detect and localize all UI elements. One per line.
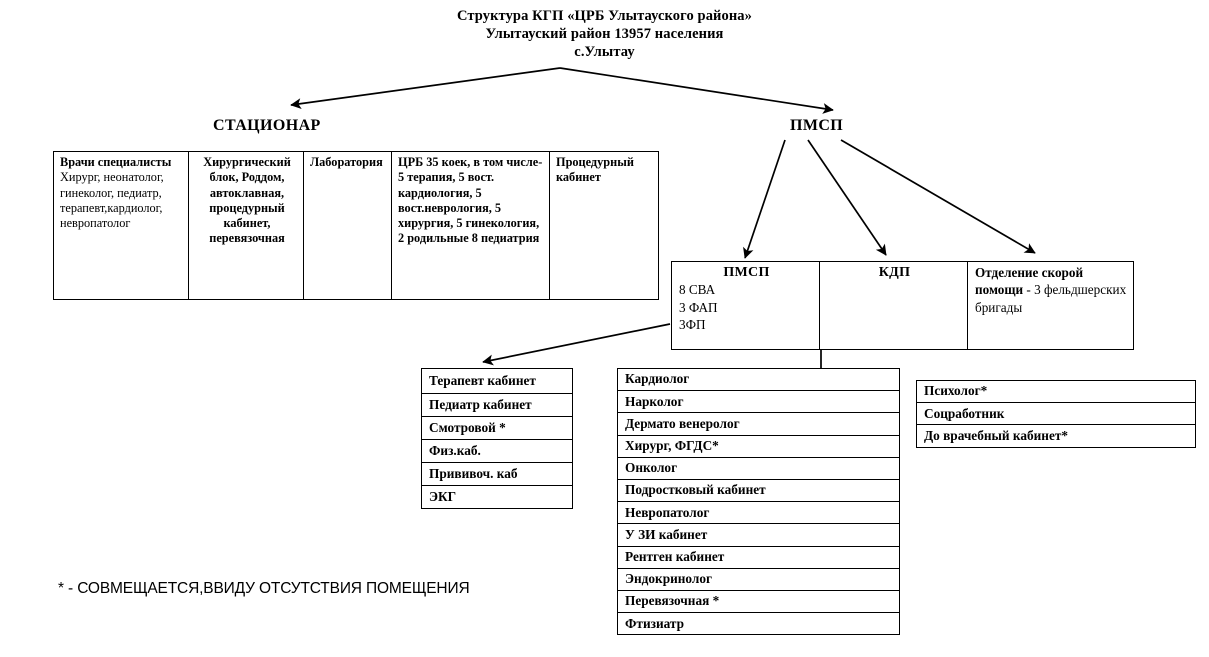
cabinet-item-4: Прививоч. каб (421, 462, 573, 486)
list-item: Нарколог (617, 390, 900, 414)
list-item: Подростковый кабинет (617, 478, 900, 503)
arrow-root-to-pmsp (559, 67, 834, 114)
cell-beds-head: ЦРБ 35 коек, в том числе- (398, 155, 543, 169)
list-item: Психолог* (916, 379, 1196, 404)
cabinet-item-1: Педиатр кабинет (421, 393, 573, 417)
specialist-item-10: Перевязочная * (617, 589, 900, 614)
cell-doctors-head: Врачи специалисты (60, 155, 172, 169)
cell-beds-line-7: 8 педиатрия (471, 231, 540, 246)
cabinet-list: Терапевт кабинет Педиатр кабинет Смотров… (421, 368, 573, 509)
arrow-root-to-hospital (290, 67, 561, 110)
cell-beds-line-3: 5 вост.неврология, (398, 185, 492, 215)
footnote-text: * - СОВМЕЩАЕТСЯ,ВВИДУ ОТСУТСТВИЯ ПОМЕЩЕН… (58, 580, 470, 597)
list-item: Кардиолог (617, 367, 900, 392)
cell-beds: ЦРБ 35 коек, в том числе- 5 терапия, 5 в… (391, 151, 550, 300)
cell-procedure-room: Процедурный кабинет (549, 151, 659, 300)
cell-doctors-body: Хирург, неонатолог, гинеколог, педиатр, … (60, 170, 164, 231)
list-item: Физ.каб. (421, 439, 573, 463)
list-item: Соцработник (916, 402, 1196, 426)
list-item: Хирург, ФГДС* (617, 434, 900, 458)
cell-emergency-head: Отделение скорой помощи (975, 265, 1084, 298)
social-item-1: Соцработник (916, 402, 1196, 426)
specialist-item-1: Нарколог (617, 390, 900, 414)
specialist-item-4: Онколог (617, 456, 900, 480)
cell-procedure-room-head: Процедурный кабинет (556, 155, 634, 185)
list-item: У ЗИ кабинет (617, 523, 900, 547)
specialist-item-8: Рентген кабинет (617, 545, 900, 569)
cell-beds-line-2: 5 вост. кардиология, (398, 170, 495, 200)
cell-emergency: Отделение скорой помощи - 3 фельдшерских… (967, 261, 1134, 350)
cell-pmsp-line-1: 8 СВА (679, 282, 716, 298)
arrow-pmsp-to-pmsp-box (743, 139, 786, 259)
title-line-3: с.Улытау (574, 44, 635, 60)
social-item-0: Психолог* (916, 379, 1196, 404)
list-item: До врачебный кабинет* (916, 424, 1196, 448)
cell-doctors-specialists: Врачи специалисты Хирург, неонатолог, ги… (53, 151, 189, 300)
cabinet-item-0: Терапевт кабинет (421, 368, 573, 394)
arrow-pmsp-box-to-cabinet-list (482, 323, 671, 366)
branch-label-pmsp: ПМСП (790, 117, 844, 134)
specialist-item-5: Подростковый кабинет (617, 478, 900, 503)
cabinet-item-2: Смотровой * (421, 416, 573, 440)
table-row: ПМСП 8 СВА 3 ФАП 3ФП КДП Отделение скоро… (671, 261, 1134, 350)
cell-laboratory: Лаборатория (303, 151, 392, 300)
cell-kdp-head: КДП (878, 265, 911, 280)
cell-pmsp: ПМСП 8 СВА 3 ФАП 3ФП (671, 261, 820, 350)
cell-emergency-tail: - 3 фельдшерских бригады (975, 282, 1127, 315)
diagram-title: Структура КГП «ЦРБ Улытауского района» У… (0, 7, 1209, 61)
social-services-list: Психолог* Соцработник До врачебный кабин… (916, 379, 1196, 448)
list-item: Невропатолог (617, 501, 900, 525)
cell-kdp: КДП (819, 261, 968, 350)
arrow-pmsp-to-kdp-box (807, 139, 887, 256)
title-line-1: Структура КГП «ЦРБ Улытауского района» (456, 8, 753, 24)
hospital-departments-table: Врачи специалисты Хирург, неонатолог, ги… (53, 151, 659, 300)
cell-surgical-block: Хирургический блок, Роддом, автоклавная,… (188, 151, 304, 300)
list-item: Эндокринолог (617, 567, 900, 591)
branch-label-hospital: СТАЦИОНАР (213, 117, 321, 134)
cabinet-item-3: Физ.каб. (421, 439, 573, 463)
specialist-item-3: Хирург, ФГДС* (617, 434, 900, 458)
specialist-list: Кардиолог Нарколог Дермато венеролог Хир… (617, 367, 900, 636)
cell-beds-line-1: 5 терапия, (398, 170, 456, 185)
cell-pmsp-line-2: 3 ФАП (679, 299, 718, 315)
cabinet-item-5: ЭКГ (421, 485, 573, 509)
list-item: Рентген кабинет (617, 545, 900, 569)
list-item: Терапевт кабинет (421, 368, 573, 394)
list-item: ЭКГ (421, 485, 573, 509)
cell-laboratory-head: Лаборатория (310, 155, 383, 169)
list-item: Дермато венеролог (617, 412, 900, 436)
specialist-item-11: Фтизиатр (617, 612, 900, 636)
list-item: Онколог (617, 456, 900, 480)
list-item: Педиатр кабинет (421, 393, 573, 417)
cell-beds-line-5: 5 гинекология, (456, 216, 540, 231)
social-item-2: До врачебный кабинет* (916, 424, 1196, 448)
specialist-item-0: Кардиолог (617, 367, 900, 392)
cell-beds-line-6: 2 родильные (398, 231, 469, 246)
specialist-item-2: Дермато венеролог (617, 412, 900, 436)
cell-beds-line-4: 5 хирургия, (398, 200, 502, 231)
cell-pmsp-head: ПМСП (723, 265, 770, 280)
specialist-item-6: Невропатолог (617, 501, 900, 525)
list-item: Фтизиатр (617, 612, 900, 636)
list-item: Смотровой * (421, 416, 573, 440)
list-item: Перевязочная * (617, 589, 900, 614)
table-row: Врачи специалисты Хирург, неонатолог, ги… (53, 151, 659, 300)
pmsp-services-table: ПМСП 8 СВА 3 ФАП 3ФП КДП Отделение скоро… (671, 261, 1134, 350)
specialist-item-9: Эндокринолог (617, 567, 900, 591)
cell-pmsp-line-3: 3ФП (679, 317, 706, 333)
title-line-2: Улытауский район 13957 населения (485, 26, 724, 42)
specialist-item-7: У ЗИ кабинет (617, 523, 900, 547)
arrow-pmsp-to-emergency-box (840, 139, 1036, 254)
list-item: Прививоч. каб (421, 462, 573, 486)
